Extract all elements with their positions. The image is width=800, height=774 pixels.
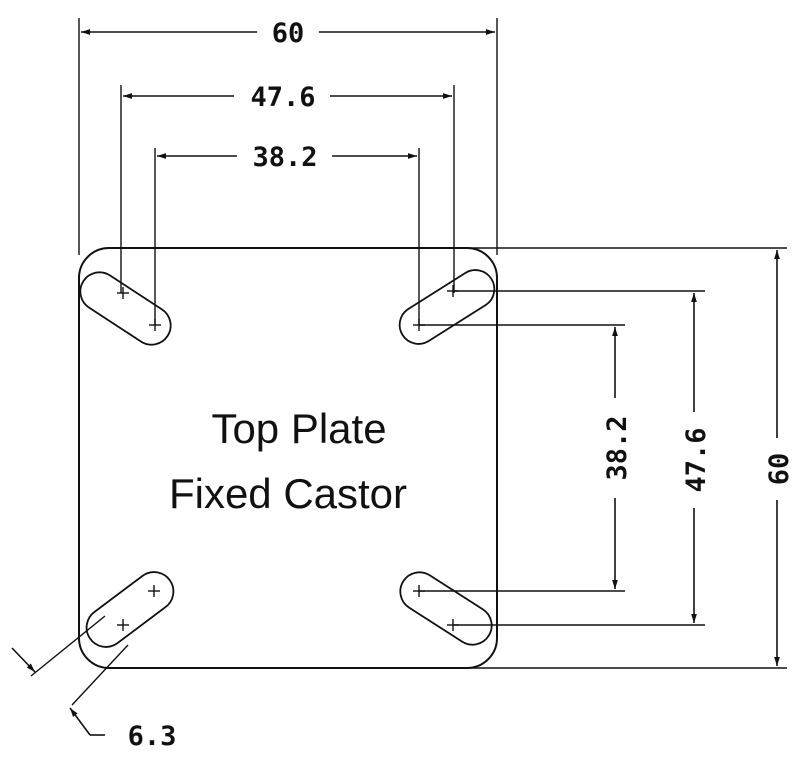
hole-center-mark <box>148 585 160 597</box>
dimension-overall-width: 60 <box>78 18 498 255</box>
dimension-value: 38.2 <box>602 415 633 480</box>
hole-center-mark <box>117 619 129 631</box>
dimension-value: 38.2 <box>252 142 317 173</box>
plate-title-line2: Fixed Castor <box>169 470 407 517</box>
plate-title-line1: Top Plate <box>211 405 386 452</box>
top-plate-outline <box>78 247 498 669</box>
dimension-value: 6.3 <box>128 721 177 752</box>
slot-bottom-left <box>85 571 175 648</box>
dimension-inner-hole-spacing-height: 38.2 <box>419 324 633 592</box>
dimension-value: 47.6 <box>250 82 315 113</box>
dimension-value: 60 <box>272 18 305 49</box>
dimension-slot-width: 6.3 <box>11 615 177 752</box>
dimension-value: 47.6 <box>681 427 712 492</box>
hole-center-mark <box>117 287 129 299</box>
dimension-outer-hole-spacing-height: 47.6 <box>453 290 712 626</box>
dimension-inner-hole-spacing-width: 38.2 <box>154 142 420 325</box>
dimension-overall-height: 60 <box>465 247 795 669</box>
dimension-value: 60 <box>764 453 795 486</box>
dimension-outer-hole-spacing-width: 47.6 <box>120 82 455 293</box>
